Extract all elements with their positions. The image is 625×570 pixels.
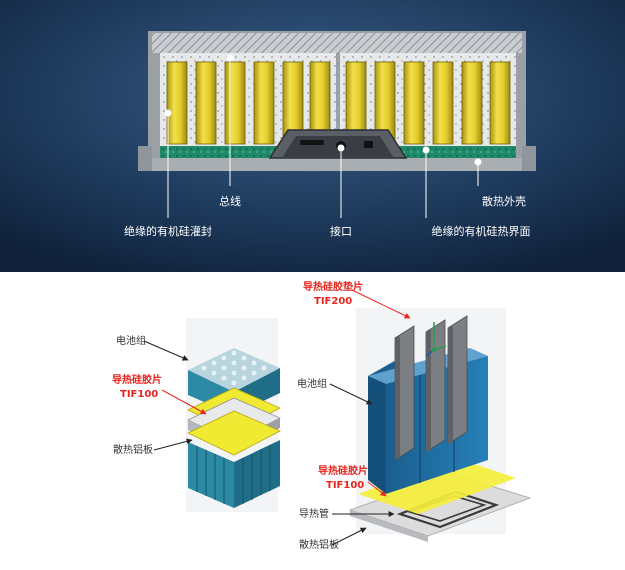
battery-cell (432, 61, 454, 145)
br-label-plate: 散热铝板 (299, 538, 339, 551)
cells-right (345, 61, 511, 145)
top-leader-lines (167, 60, 479, 218)
interface-port (268, 129, 408, 159)
br-label-pad2-name: 导热硅胶片 (318, 464, 368, 477)
label-potting: 绝缘的有机硅灌封 (124, 224, 212, 238)
housing-lid (152, 33, 522, 53)
br-thermal-pad (358, 458, 516, 514)
label-interface-port: 接口 (330, 225, 352, 238)
housing-divider (336, 53, 340, 146)
bl-thermal-pad-lower (187, 410, 281, 456)
br-silicone-pads (394, 315, 468, 461)
battery-cell (489, 61, 511, 145)
br-battery-corner (368, 376, 386, 494)
battery-cell (403, 61, 425, 145)
bl-label-battery-pack: 电池组 (116, 334, 146, 347)
port-slot (300, 140, 324, 145)
br-arrows (329, 289, 411, 546)
bl-label-pad-name: 导热硅胶片 (112, 373, 162, 386)
battery-cell (224, 61, 246, 145)
bl-lower-cell-lines (196, 445, 271, 504)
br-plate-edge (350, 510, 428, 542)
housing-base (148, 158, 526, 171)
bottom-right-assembly (348, 308, 532, 542)
br-label-pipe: 导热管 (299, 507, 329, 520)
housing-flange-left (138, 146, 152, 171)
br-label-pad-model: TIF200 (314, 296, 352, 307)
label-thermal-interface: 绝缘的有机硅热界面 (432, 224, 531, 238)
br-label-pad2-model: TIF100 (326, 480, 364, 491)
br-axis-indicator (425, 322, 447, 357)
br-label-pad-name: 导热硅胶垫片 (303, 280, 363, 293)
bl-arrows (143, 340, 207, 451)
battery-cell (253, 61, 275, 145)
label-housing: 散热外壳 (482, 194, 526, 208)
housing-flange-right (522, 146, 536, 171)
top-leader-dots (164, 54, 482, 166)
bl-lower-cells-right (234, 440, 280, 508)
battery-module-cross-section (138, 31, 536, 171)
bl-label-plate: 散热铝板 (113, 443, 153, 456)
br-label-battery-pack: 电池组 (297, 377, 327, 390)
bl-lower-cells-left (188, 442, 234, 508)
label-busbar: 总线 (219, 194, 241, 208)
bottom-left-assembly (186, 318, 281, 512)
battery-cell (461, 61, 483, 145)
bl-cell-tops (201, 350, 267, 386)
port-square (364, 141, 373, 148)
bl-label-pad-model: TIF100 (120, 389, 158, 400)
battery-cell (195, 61, 217, 145)
battery-cell (166, 61, 188, 145)
